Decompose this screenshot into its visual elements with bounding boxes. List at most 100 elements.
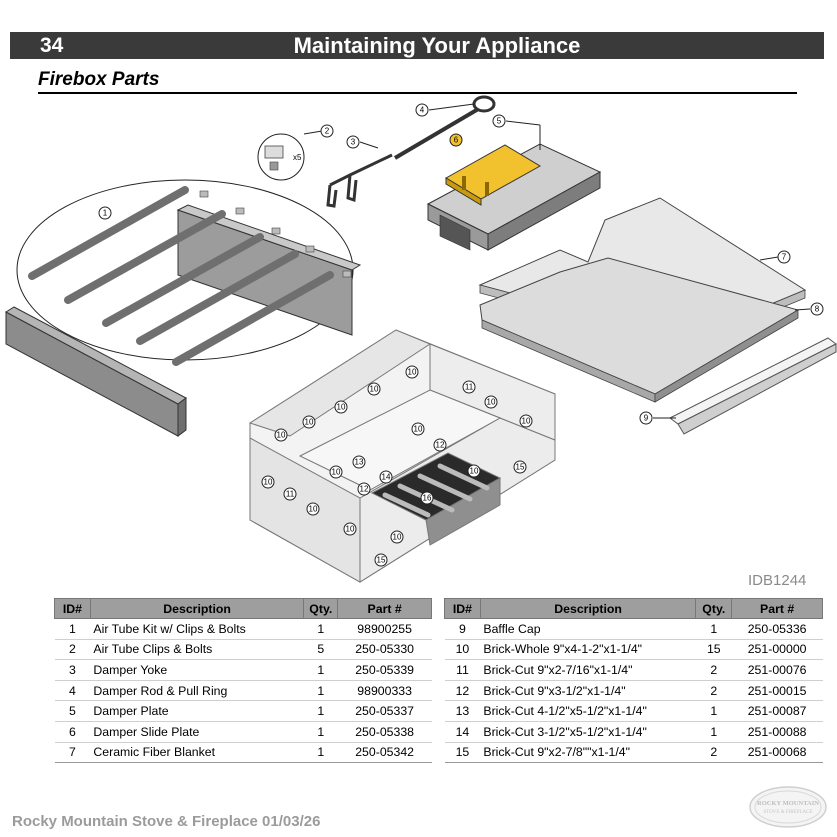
header-title: Maintaining Your Appliance xyxy=(293,33,581,58)
callout-10g: 10 xyxy=(519,414,533,428)
callout-10m: 10 xyxy=(390,530,404,544)
cell-description: Brick-Cut 4-1/2"x5-1/2"x1-1/4" xyxy=(480,700,696,722)
cell-part: 251-00076 xyxy=(731,659,823,681)
callout-10e: 10 xyxy=(274,428,288,442)
svg-text:13: 13 xyxy=(355,458,364,467)
svg-text:10: 10 xyxy=(470,467,479,476)
header-id: ID# xyxy=(444,598,481,619)
svg-text:15: 15 xyxy=(377,556,386,565)
svg-text:10: 10 xyxy=(370,385,379,394)
cell-description: Damper Slide Plate xyxy=(90,721,304,743)
cell-description: Air Tube Clips & Bolts xyxy=(90,639,304,661)
cell-qty: 2 xyxy=(695,680,732,702)
section-title: Firebox Parts xyxy=(38,69,160,90)
svg-text:3: 3 xyxy=(351,138,356,147)
cell-id: 5 xyxy=(54,700,91,722)
cell-description: Brick-Cut 3-1/2"x5-1/2"x1-1/4" xyxy=(480,721,696,743)
footer-text: Rocky Mountain Stove & Fireplace 01/03/2… xyxy=(12,813,321,830)
svg-text:11: 11 xyxy=(286,490,295,499)
svg-text:10: 10 xyxy=(393,533,402,542)
header-qty: Qty. xyxy=(695,598,733,619)
firebox-brick-assembly xyxy=(248,329,556,583)
cell-id: 15 xyxy=(444,742,481,764)
callout-5: 5 xyxy=(492,114,541,150)
cell-qty: 1 xyxy=(303,659,338,681)
callout-9: 9 xyxy=(639,411,676,425)
svg-text:10: 10 xyxy=(522,417,531,426)
svg-text:10: 10 xyxy=(332,468,341,477)
header-description: Description xyxy=(479,598,697,619)
cell-qty: 1 xyxy=(695,618,732,640)
svg-text:5: 5 xyxy=(497,117,502,126)
callout-8: 8 xyxy=(794,302,824,316)
header-description: Description xyxy=(89,598,305,619)
callout-10a: 10 xyxy=(405,365,419,379)
svg-text:15: 15 xyxy=(516,463,525,472)
cell-qty: 15 xyxy=(695,639,732,661)
cell-id: 4 xyxy=(54,680,91,702)
cell-part: 250-05336 xyxy=(731,618,823,640)
table-header-row: ID# Description Qty. Part # xyxy=(54,598,432,619)
cell-qty: 1 xyxy=(303,680,338,702)
callout-10l: 10 xyxy=(343,522,357,536)
callout-10k: 10 xyxy=(306,502,320,516)
header-part: Part # xyxy=(337,598,432,619)
cell-part: 98900333 xyxy=(337,680,432,702)
svg-text:10: 10 xyxy=(408,368,417,377)
air-tube-assembly xyxy=(16,179,362,366)
svg-text:11: 11 xyxy=(465,383,474,392)
cell-part: 250-05338 xyxy=(337,721,432,743)
svg-text:9: 9 xyxy=(644,414,649,423)
cell-id: 13 xyxy=(444,700,481,722)
damper-slide-plate xyxy=(445,144,541,206)
cell-qty: 1 xyxy=(695,721,732,743)
cell-part: 250-05342 xyxy=(337,742,432,764)
svg-text:16: 16 xyxy=(423,494,432,503)
svg-text:10: 10 xyxy=(487,398,496,407)
svg-text:10: 10 xyxy=(277,431,286,440)
cell-description: Ceramic Fiber Blanket xyxy=(90,742,304,764)
callout-10f: 10 xyxy=(484,395,498,409)
page-number: 34 xyxy=(40,34,64,57)
logo-line2: STOVE & FIREPLACE xyxy=(763,810,812,815)
cell-description: Air Tube Kit w/ Clips & Bolts xyxy=(90,618,304,640)
cell-id: 1 xyxy=(54,618,91,640)
svg-text:14: 14 xyxy=(382,473,391,482)
svg-text:12: 12 xyxy=(360,485,369,494)
cell-id: 6 xyxy=(54,721,91,743)
svg-text:10: 10 xyxy=(305,418,314,427)
header-part: Part # xyxy=(731,598,823,619)
section-divider xyxy=(38,92,797,94)
cell-description: Baffle Cap xyxy=(480,618,696,640)
cell-description: Brick-Whole 9"x4-1-2"x1-1/4" xyxy=(480,639,696,661)
callout-15a: 15 xyxy=(513,460,527,474)
rocky-mountain-logo: ROCKY MOUNTAIN STOVE & FIREPLACE xyxy=(749,786,827,828)
cell-part: 250-05339 xyxy=(337,659,432,681)
callout-14: 14 xyxy=(379,470,393,484)
damper-yoke xyxy=(326,153,393,208)
svg-text:1: 1 xyxy=(103,209,108,218)
callout-12b: 12 xyxy=(357,482,371,496)
cell-part: 98900255 xyxy=(337,618,432,640)
svg-text:10: 10 xyxy=(346,525,355,534)
clip-quantity-label: x5 xyxy=(293,153,302,162)
svg-text:8: 8 xyxy=(815,305,820,314)
cell-part: 251-00068 xyxy=(731,742,823,764)
callout-10d: 10 xyxy=(302,415,316,429)
svg-text:2: 2 xyxy=(325,127,330,136)
svg-text:6: 6 xyxy=(454,136,459,145)
cell-id: 14 xyxy=(444,721,481,743)
diagram-code: IDB1244 xyxy=(748,572,807,589)
cell-qty: 1 xyxy=(303,721,338,743)
cell-id: 9 xyxy=(444,618,481,640)
damper-rod-and-pull-ring xyxy=(393,95,496,160)
